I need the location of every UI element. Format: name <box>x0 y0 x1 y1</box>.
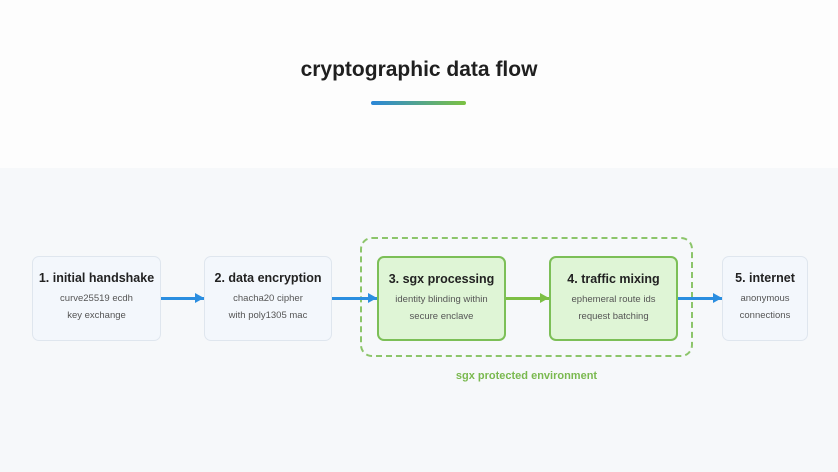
step-desc: request batching <box>578 311 649 322</box>
step-title: 3. sgx processing <box>388 272 495 286</box>
arrow-icon <box>678 293 722 303</box>
arrow-icon <box>332 293 377 303</box>
step-title: 5. internet <box>735 271 795 285</box>
step-desc: with poly1305 mac <box>228 310 308 321</box>
step-internet: 5. internet anonymous connections <box>722 256 808 341</box>
arrow-icon <box>506 293 549 303</box>
step-desc: key exchange <box>67 310 126 321</box>
step-title: 1. initial handshake <box>38 271 155 285</box>
title-underline <box>371 101 466 105</box>
sgx-environment-label: sgx protected environment <box>455 370 598 382</box>
step-title: 2. data encryption <box>214 271 322 285</box>
arrow-icon <box>161 293 204 303</box>
step-sgx-processing: 3. sgx processing identity blinding with… <box>377 256 506 341</box>
page-title: cryptographic data flow <box>300 58 538 81</box>
step-desc: anonymous <box>740 293 790 304</box>
step-traffic-mixing: 4. traffic mixing ephemeral route ids req… <box>549 256 678 341</box>
step-desc: identity blinding within <box>395 294 488 305</box>
step-title: 4. traffic mixing <box>567 272 660 286</box>
step-desc: curve25519 ecdh <box>60 293 133 304</box>
step-data-encryption: 2. data encryption chacha20 cipher with p… <box>204 256 332 341</box>
step-desc: ephemeral route ids <box>571 294 656 305</box>
step-desc: chacha20 cipher <box>233 293 303 304</box>
step-desc: connections <box>739 310 791 321</box>
step-desc: secure enclave <box>409 311 474 322</box>
step-initial-handshake: 1. initial handshake curve25519 ecdh key … <box>32 256 161 341</box>
